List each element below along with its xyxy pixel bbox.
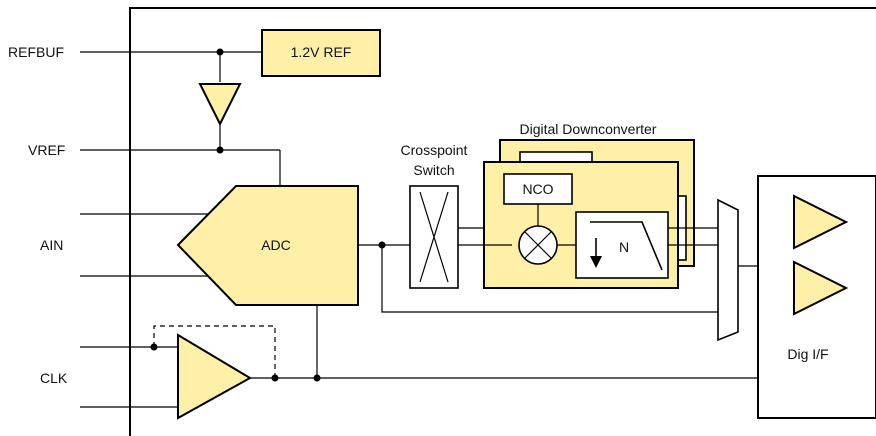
nco-label: NCO bbox=[522, 181, 553, 197]
ain-label: AIN bbox=[40, 237, 63, 253]
clk-out-junction-dot-a bbox=[271, 374, 279, 382]
dig-if-driver-top bbox=[793, 194, 849, 250]
filter-response-icon bbox=[590, 221, 663, 271]
vref-junction-dot bbox=[216, 146, 224, 154]
mixer-cross-b bbox=[524, 231, 552, 259]
crosspoint-label-line1: Crosspoint bbox=[401, 142, 468, 158]
ref-block-label: 1.2V REF bbox=[291, 44, 352, 60]
clk-dashed-loop bbox=[153, 325, 276, 378]
nco-block bbox=[503, 173, 573, 205]
dig-if-label: Dig I/F bbox=[787, 346, 828, 362]
crosspoint-diagonal-b bbox=[419, 191, 449, 283]
clk-buffer-triangle bbox=[177, 333, 253, 420]
ref-block bbox=[261, 29, 381, 77]
mux-block bbox=[717, 198, 739, 342]
ddc-title-label: Digital Downconverter bbox=[520, 121, 657, 137]
crosspoint-label-line2: Switch bbox=[413, 162, 454, 178]
bypass-wire bbox=[381, 245, 718, 313]
vref-label: VREF bbox=[28, 142, 65, 158]
decimation-filter-block bbox=[575, 211, 669, 279]
ref-buffer-triangle bbox=[198, 83, 242, 127]
refbuf-label: REFBUF bbox=[8, 44, 64, 60]
adc-label: ADC bbox=[261, 237, 291, 253]
decimation-factor-label: N bbox=[619, 239, 629, 255]
dig-if-driver-bottom bbox=[793, 260, 849, 316]
chip-boundary bbox=[129, 7, 876, 436]
clk-label: CLK bbox=[40, 370, 68, 386]
down-arrow-icon bbox=[590, 256, 602, 268]
